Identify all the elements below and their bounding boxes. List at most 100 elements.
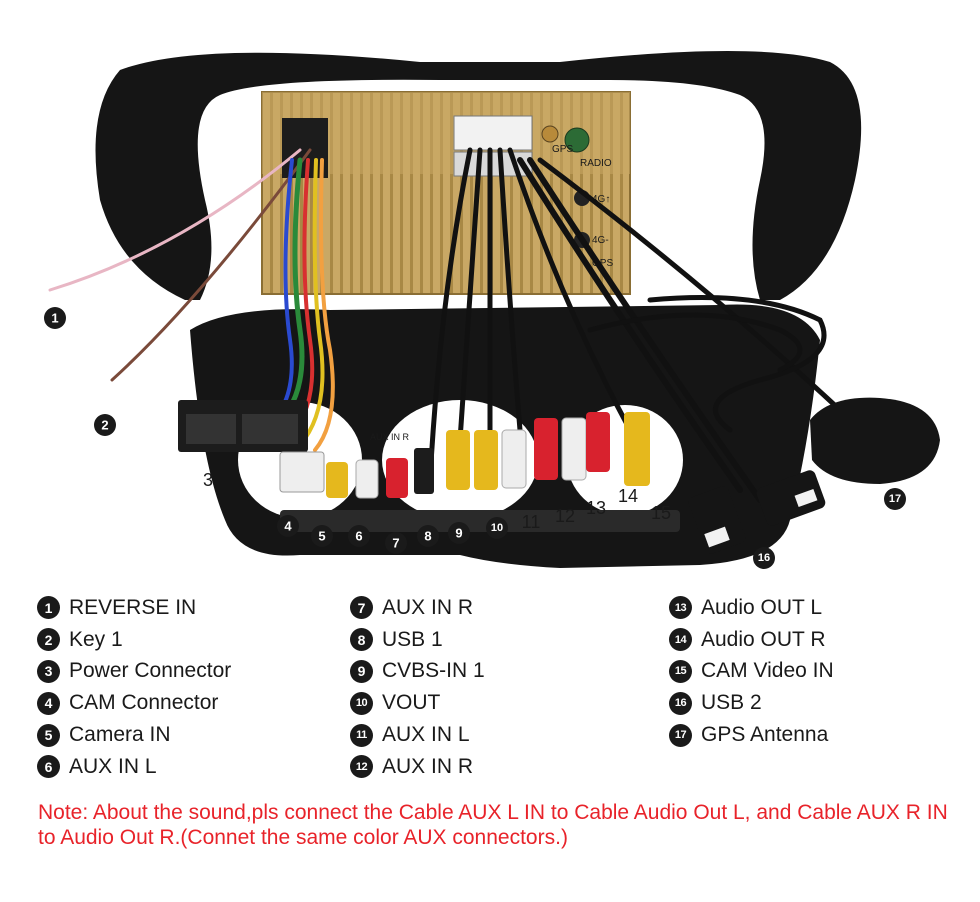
legend-label: CAM Video IN: [701, 659, 834, 683]
legend-number: 11: [350, 723, 373, 747]
callout-15: 15: [651, 503, 671, 523]
legend-number: 12: [350, 755, 373, 779]
cam-connector: [279, 451, 325, 493]
legend-number: 17: [669, 723, 692, 747]
svg-text:2: 2: [101, 418, 108, 433]
rca-audio-out-l: [561, 417, 587, 481]
legend-number: 5: [37, 723, 60, 747]
svg-text:7: 7: [392, 536, 399, 551]
callout-4: 4: [277, 515, 299, 537]
legend-number: 7: [350, 596, 373, 620]
callout-8: 8: [417, 525, 439, 547]
svg-text:17: 17: [889, 493, 901, 505]
legend-item: 4 CAM Connector: [37, 687, 231, 719]
port-label-4g-1: 4G↑: [592, 194, 610, 205]
legend-item: 9 CVBS-IN 1: [350, 656, 485, 688]
usb-2-plugs: [688, 470, 826, 554]
rca-aux-in-r-2: [534, 418, 558, 480]
legend-column-1: 1 REVERSE IN 2 Key 1 3 Power Connector 4 CAM…: [37, 592, 231, 783]
rca-camera-in: [326, 462, 348, 498]
legend-label: USB 1: [382, 627, 443, 651]
callout-13: 13: [586, 498, 606, 518]
legend-number: 14: [669, 628, 692, 652]
legend-item: 8 USB 1: [350, 624, 485, 656]
port-label-4g-2: 4G-: [592, 235, 609, 246]
legend-label: AUX IN R: [382, 754, 474, 778]
callout-3: 3: [203, 470, 213, 490]
callout-10: 10: [486, 517, 508, 539]
rca-vout: [474, 430, 498, 490]
callout-5: 5: [311, 525, 333, 547]
callout-9: 9: [448, 522, 470, 544]
legend-number: 10: [350, 691, 373, 715]
rca-audio-out-r: [586, 412, 610, 472]
legend-label: GPS Antenna: [701, 723, 829, 747]
legend-number: 2: [37, 628, 60, 652]
legend-label: REVERSE IN: [69, 595, 197, 619]
svg-text:6: 6: [355, 529, 362, 544]
legend-label: Key 1: [69, 627, 123, 651]
legend-item: 2 Key 1: [37, 624, 231, 656]
callout-16: 16: [753, 547, 775, 569]
legend-label: AUX IN R: [382, 595, 474, 619]
svg-text:1: 1: [51, 311, 58, 326]
legend: 1 REVERSE IN 2 Key 1 3 Power Connector 4 CAM…: [0, 588, 980, 788]
legend-number: 15: [669, 659, 692, 683]
svg-text:5: 5: [318, 529, 325, 544]
svg-text:9: 9: [455, 526, 462, 541]
legend-number: 8: [350, 628, 373, 652]
legend-number: 13: [669, 596, 692, 620]
legend-item: 1 REVERSE IN: [37, 592, 231, 624]
legend-item: 14 Audio OUT R: [669, 624, 834, 656]
svg-text:16: 16: [758, 552, 770, 564]
legend-number: 16: [669, 691, 692, 715]
legend-item: 7 AUX IN R: [350, 592, 485, 624]
svg-text:8: 8: [424, 529, 431, 544]
legend-label: CAM Connector: [69, 691, 219, 715]
callout-7: 7: [385, 532, 407, 554]
legend-label: CVBS-IN 1: [382, 659, 485, 683]
rca-aux-in-l: [355, 459, 379, 499]
wiring-diagram: GPS RADIO 4G↑ 4G- GPS: [44, 51, 940, 569]
port-label-gps: GPS: [552, 144, 573, 155]
legend-item: 17 GPS Antenna: [669, 719, 834, 751]
legend-label: VOUT: [382, 691, 441, 715]
rca-aux-in-r: [386, 458, 408, 498]
cable-bundle: [48, 147, 843, 503]
rca-aux-in-l-2: [501, 429, 527, 489]
legend-number: 4: [37, 691, 60, 715]
usb-1-plug: [414, 448, 434, 494]
legend-number: 9: [350, 659, 373, 683]
legend-item: 10 VOUT: [350, 687, 485, 719]
rca-cvbs-in-1: [446, 430, 470, 490]
power-connector: [178, 400, 308, 452]
multi-pin-socket: [453, 115, 533, 151]
callout-6: 6: [348, 525, 370, 547]
legend-item: 5 Camera IN: [37, 719, 231, 751]
legend-item: 12 AUX IN R: [350, 751, 485, 783]
legend-column-3: 13 Audio OUT L 14 Audio OUT R 15 CAM Video …: [669, 592, 834, 751]
legend-item: 15 CAM Video IN: [669, 656, 834, 688]
legend-number: 6: [37, 755, 60, 779]
svg-text:10: 10: [491, 522, 503, 534]
legend-item: 13 Audio OUT L: [669, 592, 834, 624]
port-label-radio: RADIO: [580, 158, 612, 169]
rca-plugs: AUX IN R: [326, 412, 650, 499]
radio-port: [564, 127, 590, 153]
callout-14: 14: [618, 486, 638, 506]
legend-number: 3: [37, 659, 60, 683]
gps-port: [541, 125, 559, 143]
legend-label: Camera IN: [69, 723, 171, 747]
legend-label: AUX IN L: [382, 723, 470, 747]
legend-number: 1: [37, 596, 60, 620]
callout-2: 2: [94, 414, 116, 436]
port-label-gps-2: GPS: [592, 258, 613, 269]
legend-label: Audio OUT R: [701, 627, 826, 651]
callout-12: 12: [555, 506, 575, 526]
legend-label: Power Connector: [69, 659, 232, 683]
legend-label: Audio OUT L: [701, 595, 823, 619]
gps-antenna: [810, 397, 940, 484]
sound-connection-note: Note: About the sound,pls connect the Ca…: [38, 801, 948, 849]
